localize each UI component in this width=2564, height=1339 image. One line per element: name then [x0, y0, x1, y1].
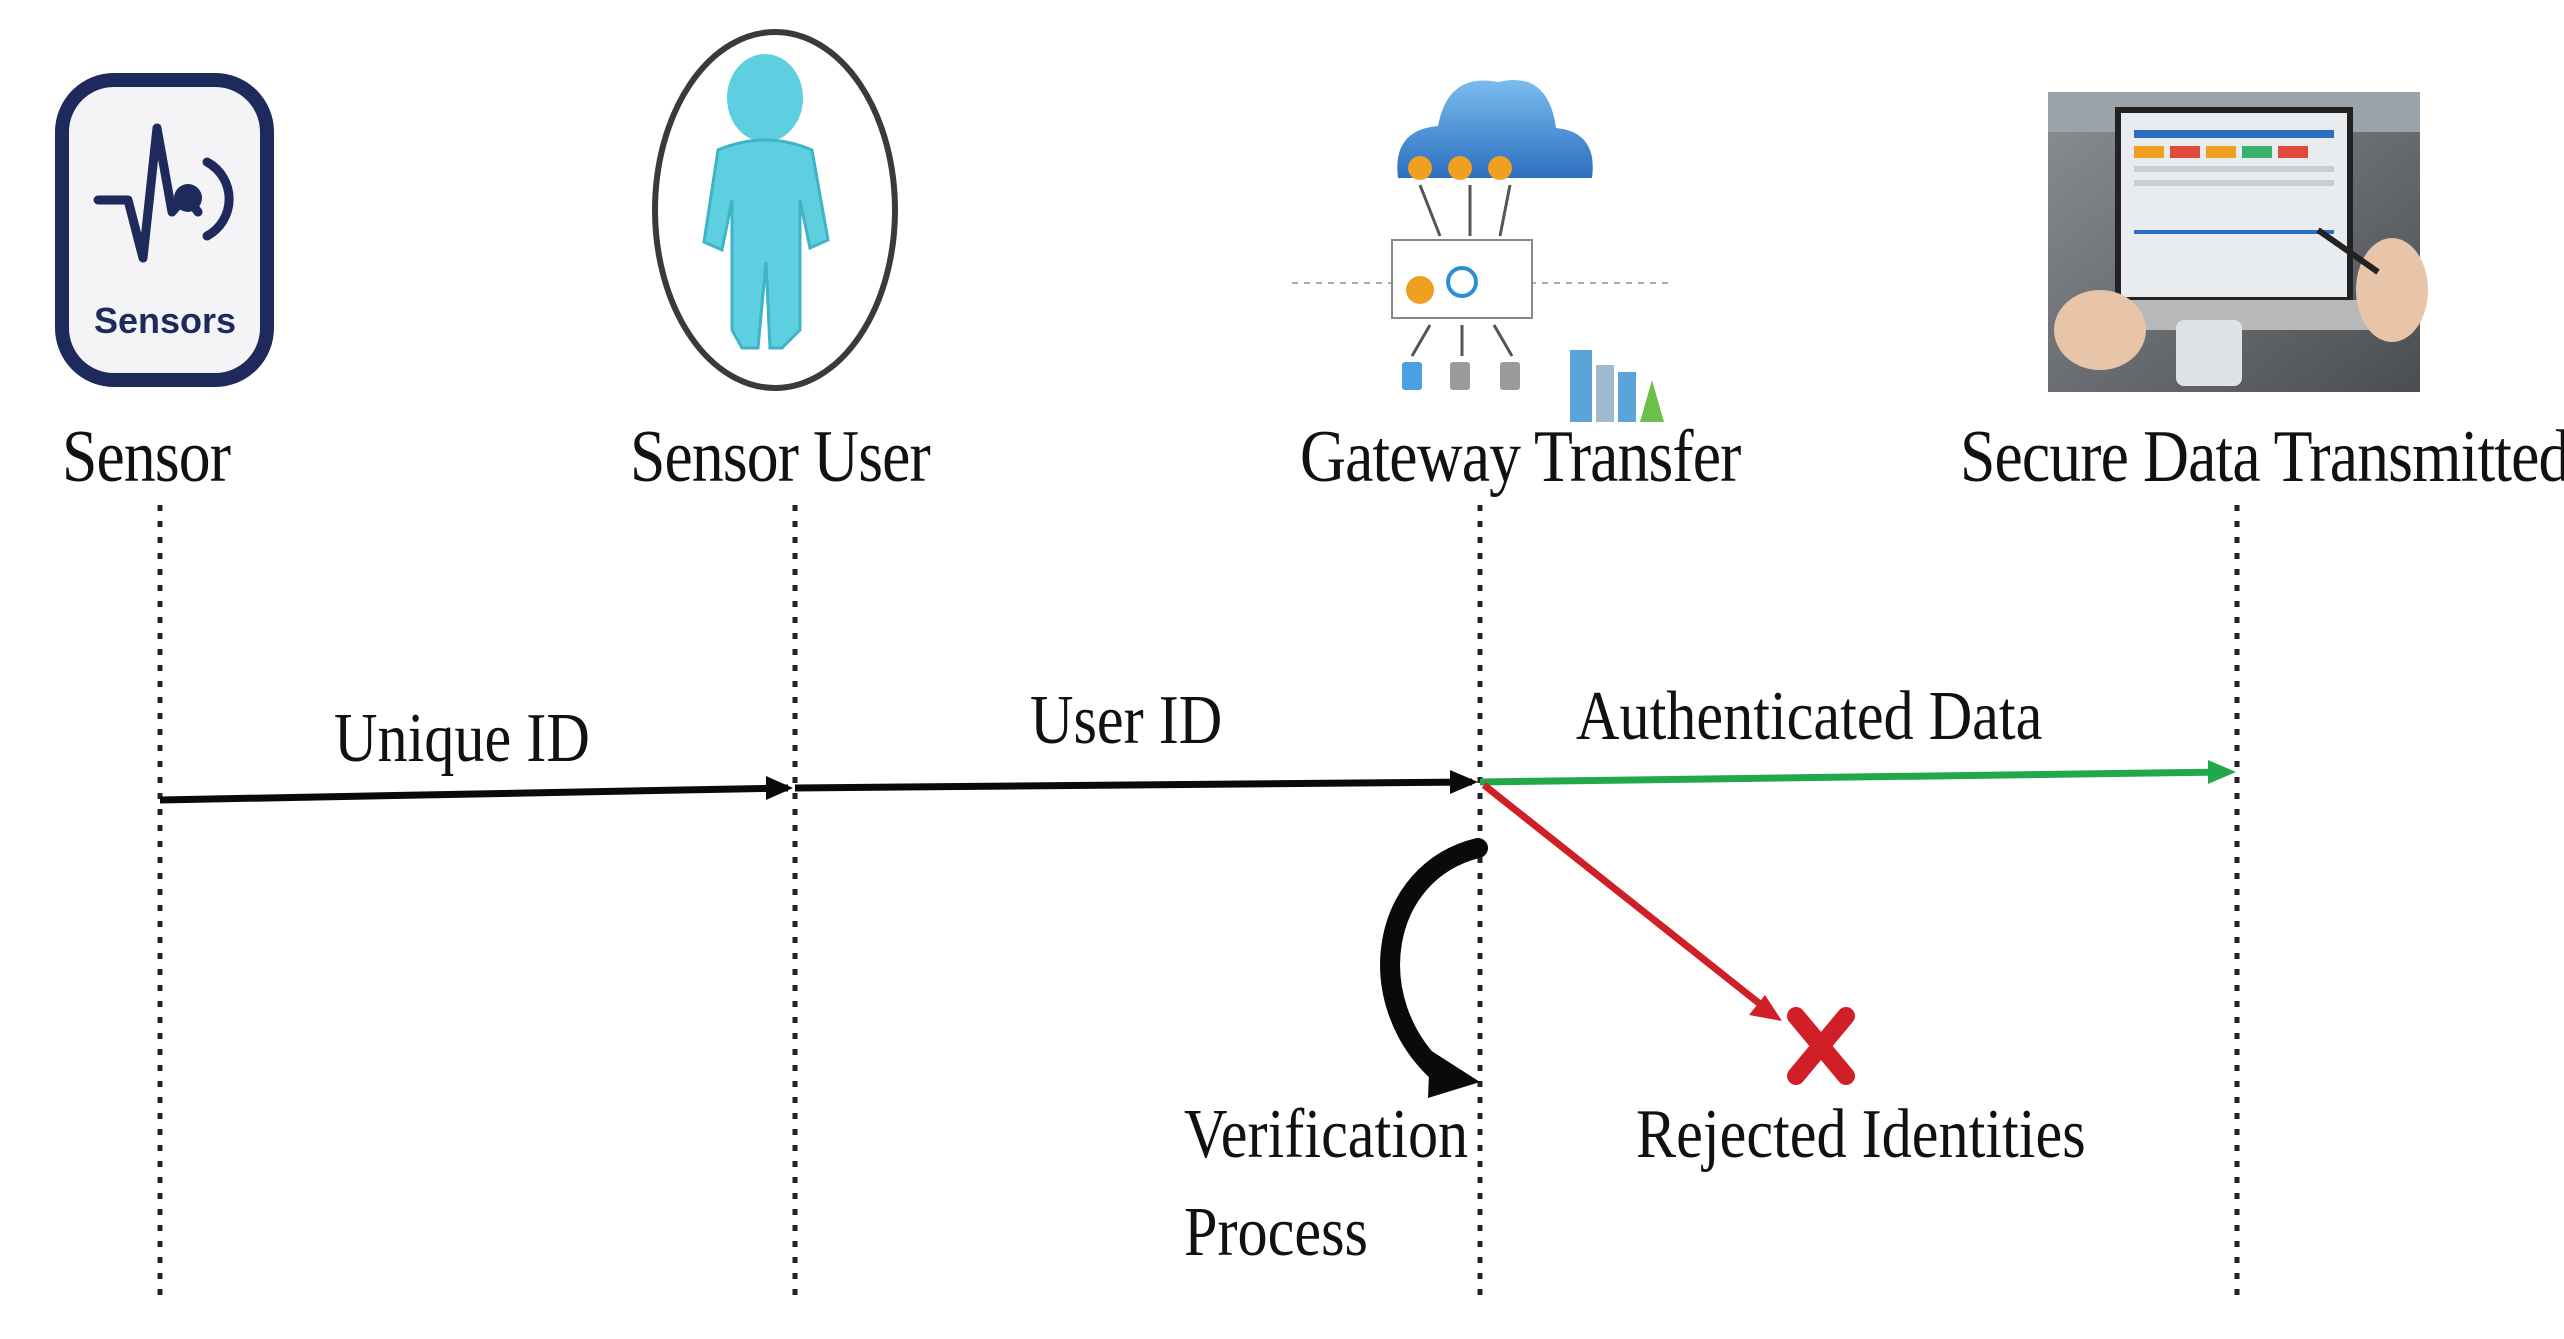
dashboard-laptop-icon [2048, 92, 2428, 392]
reject-x-icon [1787, 1007, 1855, 1085]
message-label-rejected-identities: Rejected Identities [1636, 1096, 2086, 1173]
sensor-waveform-icon: Sensors [55, 73, 274, 387]
person-icon [652, 29, 898, 391]
arrow-rejected-head [1749, 995, 1782, 1021]
arrow-rejected [1481, 782, 1763, 1007]
message-label-user-id: User ID [1030, 682, 1223, 759]
message-label-unique-id: Unique ID [334, 700, 590, 777]
message-label-authenticated-data: Authenticated Data [1576, 678, 2043, 755]
sensor-icon-text: Sensors [94, 300, 236, 341]
participant-label-gateway: Gateway Transfer [1300, 416, 1741, 498]
participant-label-secure-data: Secure Data Transmitted [1960, 416, 2564, 498]
arrow-unique-id-head [766, 776, 793, 800]
arrow-user-id [794, 778, 1473, 792]
arrow-user-id-head [1450, 770, 1478, 794]
arrow-authenticated-data-head [2208, 760, 2236, 784]
participant-label-sensor-user: Sensor User [630, 416, 931, 498]
cloud-gateway-icon [1292, 79, 1670, 422]
message-label-process: Process [1184, 1194, 1368, 1271]
arrow-unique-id [159, 784, 789, 804]
message-label-verification: Verification [1184, 1096, 1469, 1173]
verification-loop-arrow [1380, 838, 1488, 1098]
arrow-authenticated-data [1479, 768, 2229, 786]
participant-label-sensor: Sensor [62, 416, 231, 498]
